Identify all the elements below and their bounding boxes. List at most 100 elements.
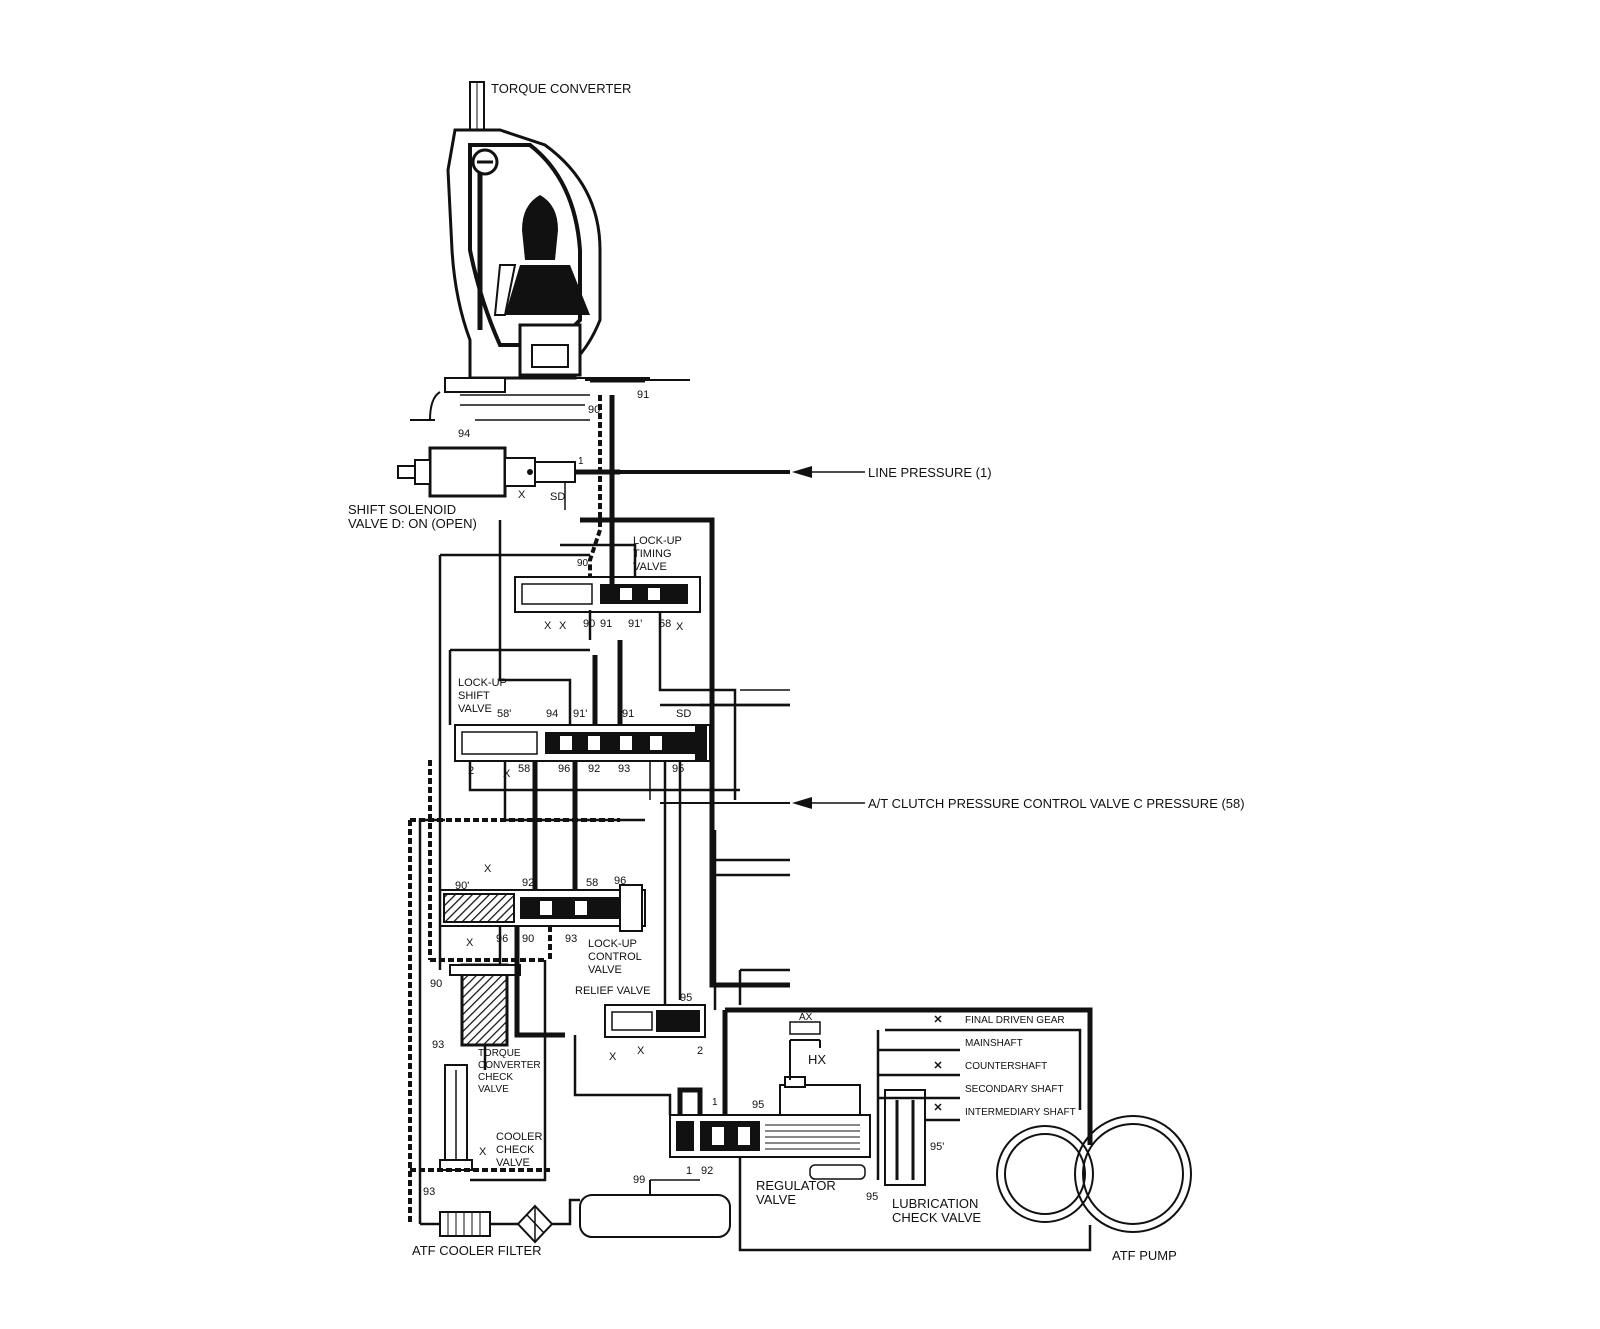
atf-pump xyxy=(996,1115,1192,1233)
port-label: 95 xyxy=(680,992,692,1004)
port-label: HX xyxy=(808,1052,826,1067)
label-regulator-2: VALVE xyxy=(756,1192,796,1207)
port-label: 58' xyxy=(497,708,511,720)
port-label: 2 xyxy=(468,765,474,777)
port-label: 90 xyxy=(430,978,442,990)
port-label: X xyxy=(609,1051,617,1063)
label-torque-converter: TORQUE CONVERTER xyxy=(491,81,631,96)
port-label: 58 xyxy=(586,877,598,889)
clutch-pressure-indicator xyxy=(660,797,865,809)
port-label: 95 xyxy=(866,1191,878,1203)
port-label: SD xyxy=(550,491,565,503)
port-label: 91 xyxy=(622,708,634,720)
port-label: 58 xyxy=(659,618,671,630)
port-label: X xyxy=(676,621,684,633)
label-clutch-pressure: A/T CLUTCH PRESSURE CONTROL VALVE C PRES… xyxy=(868,796,1245,811)
atf-cooler-filter xyxy=(439,1204,554,1244)
hydraulic-lines xyxy=(408,377,1093,1252)
port-label: 94 xyxy=(458,428,470,440)
label-final-driven-gear: FINAL DRIVEN GEAR xyxy=(965,1015,1065,1026)
port-label: 2 xyxy=(697,1045,703,1057)
port-labels: 90 91 94 1 X SD 90 X X 90 91 91' 58 X 58… xyxy=(423,389,944,1203)
port-label: 90 xyxy=(522,933,534,945)
port-label: 90 xyxy=(583,618,595,630)
label-regulator-1: REGULATOR xyxy=(756,1178,836,1193)
atf-reservoir xyxy=(579,1179,731,1238)
port-label: 58 xyxy=(518,763,530,775)
port-label: 91' xyxy=(573,708,587,720)
label-atf-cooler-filter: ATF COOLER FILTER xyxy=(412,1243,542,1258)
label-shift-solenoid-2: VALVE D: ON (OPEN) xyxy=(348,516,477,531)
lockup-shift-valve xyxy=(454,724,711,762)
lockup-control-valve xyxy=(439,884,646,932)
port-label: 99 xyxy=(633,1174,645,1186)
port-label: 1 xyxy=(578,456,584,467)
port-label: 92 xyxy=(522,877,534,889)
label-line-pressure: LINE PRESSURE (1) xyxy=(868,465,992,480)
port-label: X xyxy=(466,937,474,949)
port-label: X xyxy=(637,1045,645,1057)
label-relief-valve: RELIEF VALVE xyxy=(575,985,650,997)
port-label: AX xyxy=(799,1012,813,1023)
lubrication-check-valve xyxy=(884,1089,926,1186)
port-label: 93 xyxy=(432,1039,444,1051)
port-label: 92 xyxy=(701,1165,713,1177)
port-label: 1 xyxy=(686,1165,692,1177)
label-tc-check-4: VALVE xyxy=(478,1084,509,1095)
label-lockup-control-1: LOCK-UP xyxy=(588,938,637,950)
port-label: 91 xyxy=(600,618,612,630)
ax-hx-valve xyxy=(789,1021,821,1080)
lockup-timing-valve xyxy=(514,576,701,613)
port-label: X xyxy=(518,489,526,501)
port-label: 91' xyxy=(628,618,642,630)
port-label: 91 xyxy=(637,389,649,401)
label-lockup-shift-1: LOCK-UP xyxy=(458,677,507,689)
label-cooler-check-1: COOLER xyxy=(496,1131,543,1143)
port-label: 96 xyxy=(558,763,570,775)
regulator-valve xyxy=(669,1076,871,1180)
label-tc-check-1: TORQUE xyxy=(478,1048,521,1059)
port-label: 90 xyxy=(588,404,600,416)
shift-solenoid-valve-d xyxy=(397,446,576,498)
cooler-check-valve xyxy=(439,1064,473,1171)
label-cooler-check-3: VALVE xyxy=(496,1157,530,1169)
label-lockup-timing-1: LOCK-UP xyxy=(633,535,682,547)
port-label: 90' xyxy=(455,880,469,892)
port-label: SD xyxy=(676,708,691,720)
port-label: 93 xyxy=(565,933,577,945)
label-tc-check-2: CONVERTER xyxy=(478,1060,541,1071)
port-label: X xyxy=(479,1146,487,1158)
relief-valve xyxy=(604,1004,706,1038)
label-lockup-shift-2: SHIFT xyxy=(458,690,490,702)
label-secondary-shaft: SECONDARY SHAFT xyxy=(965,1084,1064,1095)
label-lubrication-2: CHECK VALVE xyxy=(892,1210,981,1225)
label-lockup-timing-2: TIMING xyxy=(633,548,672,560)
label-lockup-timing-3: VALVE xyxy=(633,561,667,573)
port-label: 95 xyxy=(672,763,684,775)
label-cooler-check-2: CHECK xyxy=(496,1144,535,1156)
component-labels: TORQUE CONVERTER LINE PRESSURE (1) A/T C… xyxy=(348,81,1245,1263)
port-label: 93 xyxy=(423,1186,435,1198)
label-shift-solenoid-1: SHIFT SOLENOID xyxy=(348,502,456,517)
port-label: 95' xyxy=(930,1141,944,1153)
port-label: 96 xyxy=(614,875,626,887)
port-label: 90 xyxy=(577,558,589,569)
label-tc-check-3: CHECK xyxy=(478,1072,513,1083)
port-label: X xyxy=(503,768,511,780)
port-label: X xyxy=(484,863,492,875)
label-lubrication-1: LUBRICATION xyxy=(892,1196,978,1211)
port-label: X xyxy=(559,620,567,632)
port-label: 93 xyxy=(618,763,630,775)
port-label: 92 xyxy=(588,763,600,775)
port-label: 95 xyxy=(752,1099,764,1111)
label-atf-pump: ATF PUMP xyxy=(1112,1248,1177,1263)
port-label: X xyxy=(544,620,552,632)
port-label: 94 xyxy=(546,708,558,720)
port-label: 96 xyxy=(496,933,508,945)
torque-converter-check-valve xyxy=(449,963,521,1047)
label-lockup-control-3: VALVE xyxy=(588,964,622,976)
torque-converter xyxy=(410,81,690,421)
label-lockup-shift-3: VALVE xyxy=(458,703,492,715)
label-intermediary-shaft: INTERMEDIARY SHAFT xyxy=(965,1107,1076,1118)
